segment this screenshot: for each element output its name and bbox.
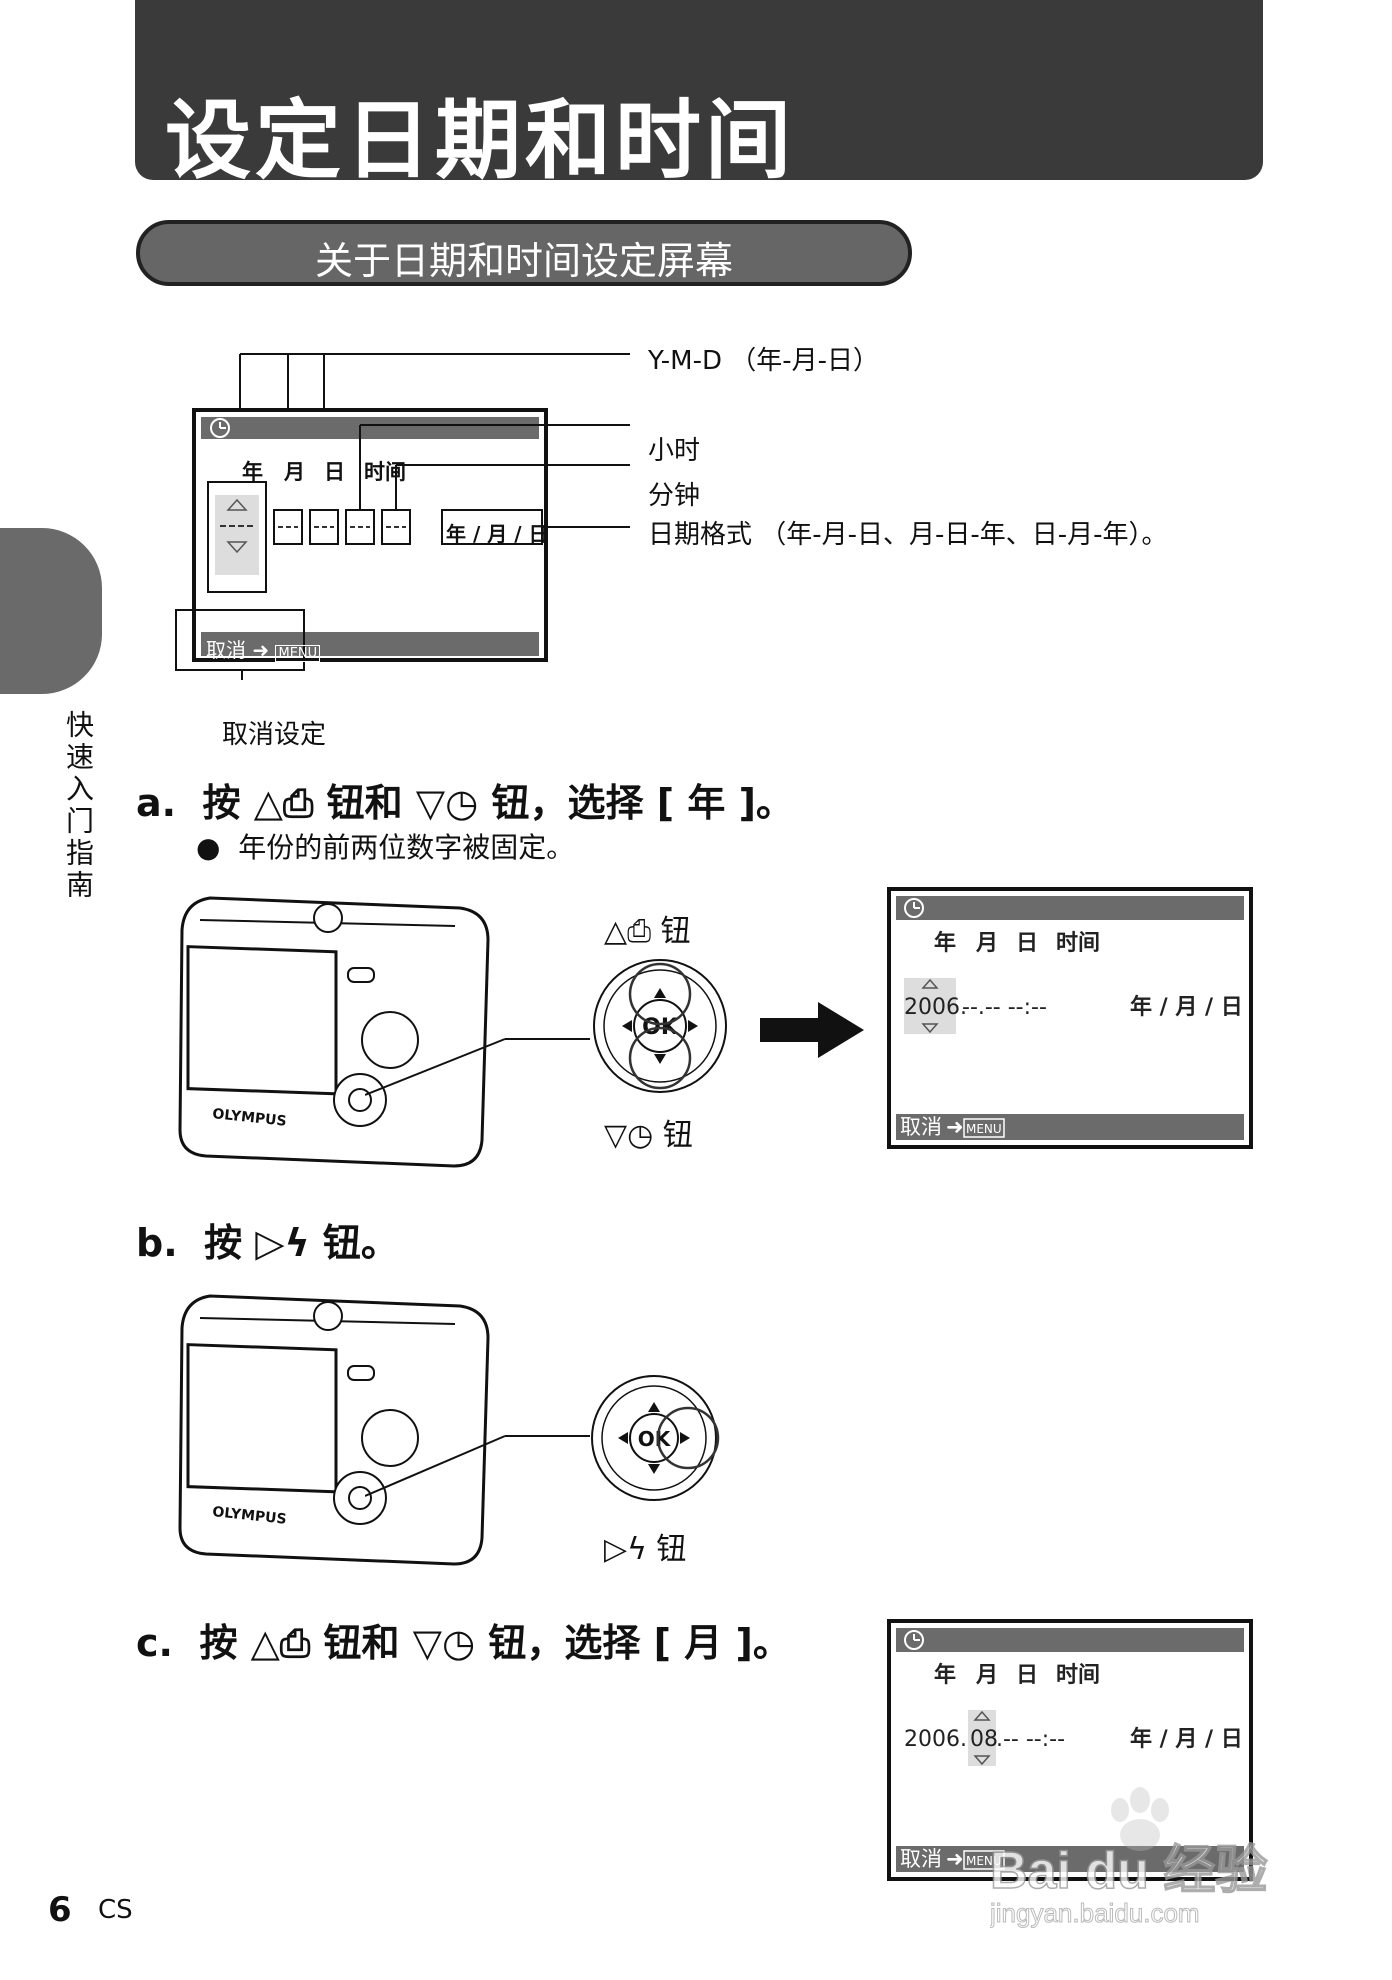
step-a-bullet: ● 年份的前两位数字被固定。: [196, 831, 575, 864]
label-minute: 分钟: [648, 481, 701, 511]
callout-line-a: [365, 1038, 590, 1096]
step-b: b. 按 ▷ϟ 钮。: [136, 1221, 399, 1265]
title-banner: [135, 0, 1263, 180]
lcd-a-col-month: 月: [975, 931, 998, 956]
lcd-a-col-day: 日: [1016, 931, 1038, 956]
print-icon: ⎙: [279, 1621, 311, 1665]
lcd-col-month: 月: [284, 460, 305, 484]
lcd-c-year: 2006.: [904, 1727, 967, 1752]
step-c: c. 按 △⎙ 钮和 ▽◷ 钮，选择 [ 月 ]。: [136, 1621, 791, 1665]
dpad-a: OK: [593, 959, 727, 1093]
right-arrow-icon: [680, 1432, 690, 1444]
down-arrow-icon: [654, 1054, 666, 1064]
right-arrow-icon: [688, 1020, 698, 1032]
camera-brand-b: OLYMPUS: [212, 1504, 288, 1528]
section-pill: [136, 220, 912, 286]
lcd-col-day: 日: [324, 460, 345, 484]
up-arrow-icon: [654, 988, 666, 998]
camera-illustration-b: OLYMPUS: [178, 1294, 490, 1566]
lcd-c-format: 年 / 月 / 日: [1130, 1726, 1243, 1752]
label-cancel: 取消设定: [222, 720, 327, 750]
lcd-screen-a: 年 月 日 时间 2006. --.-- --:-- 年 / 月 / 日 取消 …: [887, 887, 1253, 1149]
lcd-a-value: 2006.: [904, 995, 967, 1020]
print-icon: ⎙: [627, 914, 652, 949]
language-code: CS: [98, 1895, 133, 1925]
arrow-right-icon: [760, 1002, 864, 1058]
step-a: a. 按 △⎙ 钮和 ▽◷ 钮，选择 [ 年 ]。: [136, 781, 794, 825]
side-label: 快速入门指南: [62, 710, 95, 902]
watermark-url: jingyan.baidu.com: [990, 1898, 1200, 1928]
lcd-c-col-time: 时间: [1056, 1663, 1100, 1688]
flash-icon: ϟ: [627, 1532, 647, 1567]
lcd-screen-c: 年 月 日 时间 2006. 08 .-- --:-- 年 / 月 / 日 取消…: [887, 1619, 1253, 1881]
lcd-a-cancel: 取消: [900, 1115, 942, 1139]
lcd-c-col-month: 月: [975, 1663, 998, 1688]
lcd-date-format: 年 / 月 / 日: [446, 522, 549, 546]
lcd-c-rest: .-- --:--: [996, 1727, 1065, 1752]
right-button-label: ▷ϟ 钮: [604, 1532, 687, 1567]
ok-button-b: OK: [638, 1427, 672, 1451]
up-button-label: △⎙ 钮: [604, 914, 691, 949]
left-arrow-icon: [622, 1020, 632, 1032]
self-timer-icon: ◷: [445, 781, 479, 825]
camera-brand-a: OLYMPUS: [212, 1106, 288, 1130]
label-ymd: Y-M-D （年-月-日）: [648, 346, 880, 376]
leader-lines: [560, 353, 630, 528]
camera-illustration-a: OLYMPUS: [178, 896, 490, 1168]
self-timer-icon: ◷: [627, 1118, 654, 1153]
lcd-a-menu: MENU: [966, 1122, 1002, 1136]
down-arrow-icon: [648, 1464, 660, 1474]
label-date-format: 日期格式 （年-月-日、月-日-年、日-月-年）。: [648, 520, 1168, 550]
lcd-c-col-year: 年: [934, 1662, 956, 1688]
lcd-a-col-time: 时间: [1056, 931, 1100, 956]
callout-line-b: [365, 1435, 590, 1497]
down-button-label: ▽◷ 钮: [604, 1118, 693, 1153]
flash-icon: ϟ: [284, 1221, 310, 1265]
lcd-c-col-day: 日: [1016, 1663, 1038, 1688]
svg-text:➜: ➜: [946, 1847, 964, 1871]
lcd-c-cancel: 取消: [900, 1847, 942, 1871]
lcd-a-col-year: 年: [934, 930, 956, 956]
baidu-watermark: Bai du 经验 jingyan.baidu.com: [990, 1787, 1268, 1929]
watermark-brand: Bai du 经验: [990, 1842, 1267, 1900]
side-tab: [0, 528, 102, 694]
print-icon: ⎙: [283, 781, 314, 825]
lcd-c-month: 08: [970, 1727, 998, 1752]
lcd-cancel: 取消 ➜ MENU: [206, 634, 321, 663]
lcd-c-menu: MENU: [966, 1854, 1002, 1868]
section-title: 关于日期和时间设定屏幕: [314, 239, 733, 283]
up-arrow-icon: [648, 1402, 660, 1412]
label-hour: 小时: [648, 436, 701, 466]
lcd-col-time: 时间: [364, 460, 406, 484]
left-arrow-icon: [618, 1432, 628, 1444]
diagram-lcd: [175, 353, 570, 680]
lcd-a-rest: --.-- --:--: [962, 995, 1047, 1020]
lcd-a-format: 年 / 月 / 日: [1130, 994, 1243, 1020]
lcd-col-year: 年: [242, 460, 263, 484]
svg-text:➜: ➜: [946, 1115, 964, 1139]
page-title: 设定日期和时间: [165, 91, 795, 191]
self-timer-icon: ◷: [442, 1621, 476, 1665]
dpad-b: OK: [591, 1375, 720, 1501]
page-number: 6: [48, 1890, 72, 1930]
